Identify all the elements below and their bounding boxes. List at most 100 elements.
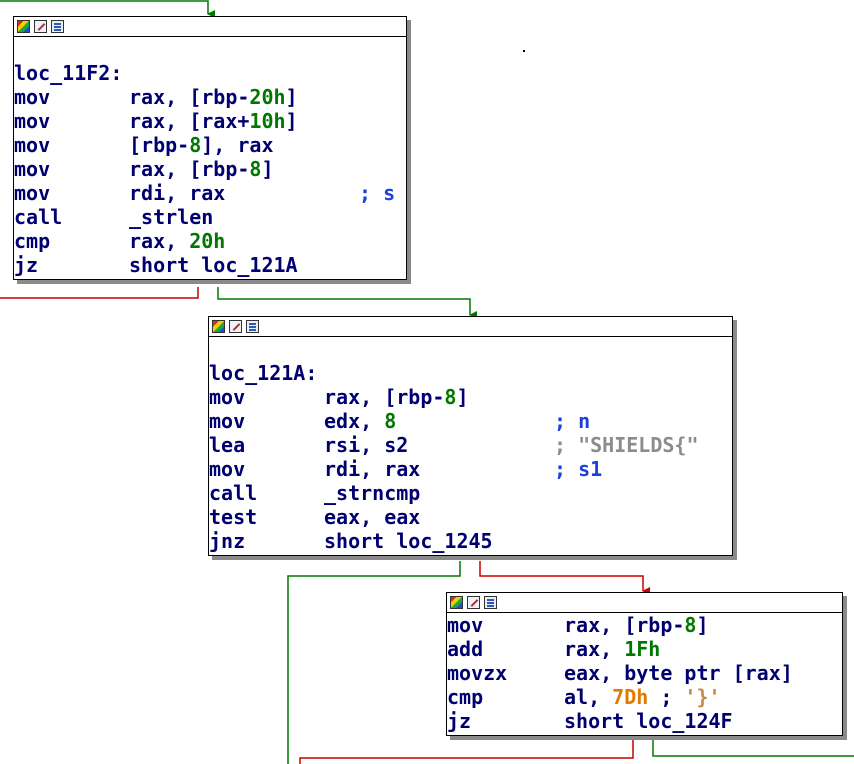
operand-text: eax, eax [324,505,421,529]
stray-pixel [523,50,525,52]
operands: rax, [rbp-8] [129,157,274,181]
xrefs-icon[interactable] [484,596,497,609]
instruction-line[interactable]: add rax, 1Fh [447,637,842,661]
instruction-line[interactable]: call _strncmp [209,481,732,505]
edit-node-icon[interactable] [467,596,480,609]
comment: ; n [554,409,591,433]
edit-node-icon[interactable] [34,20,47,33]
mnemonic: call [209,481,258,505]
instruction-line[interactable]: cmp al, 7Dh ; '}' [447,685,842,709]
edit-node-icon[interactable] [229,320,242,333]
instruction-line[interactable]: mov rax, [rbp-8] [14,157,406,181]
operand-text: rax, [rbp- [129,157,250,181]
operand-immediate: 20h [249,85,286,109]
operand-text: rsi, s2 [324,433,409,457]
instruction-line[interactable]: call _strlen [14,205,406,229]
operands: rdi, rax [324,457,420,481]
instruction-line[interactable]: jz short loc_124F [447,709,842,733]
mnemonic: mov [209,409,246,433]
operands: eax, eax [324,505,420,529]
mnemonic: mov [14,157,51,181]
edge-true-2 [287,561,461,764]
operands: rdi, rax [129,181,225,205]
operand-immediate: 8 [189,133,202,157]
operand-text: _strlen [129,205,214,229]
operands: rax, 20h [129,229,225,253]
operands: rsi, s2 [324,433,408,457]
mnemonic: mov [14,85,51,109]
operands: rax, 1Fh [564,637,660,661]
instruction-line[interactable]: mov [rbp-8], rax [14,133,406,157]
mnemonic: jnz [209,529,246,553]
operand-immediate: 8 [444,385,457,409]
mnemonic: mov [14,133,51,157]
operand-text: edx, [324,409,385,433]
operand-text: _strncmp [324,481,421,505]
mnemonic: test [209,505,258,529]
operands: [rbp-8], rax [129,133,274,157]
xrefs-icon[interactable] [246,320,259,333]
instruction-line[interactable]: test eax, eax [209,505,732,529]
edge-true-1 [217,287,477,319]
instruction-line[interactable]: mov rax, [rbp-8] [447,613,842,637]
mnemonic: mov [14,109,51,133]
edge-false-2 [479,561,650,595]
operand-text: short loc_124F [564,709,733,733]
mnemonic: lea [209,433,246,457]
edge-false-3 [299,739,634,764]
xrefs-icon[interactable] [51,20,64,33]
comment: ; s1 [554,457,603,481]
instruction-line[interactable]: mov edx, 8 ; n [209,409,732,433]
block-header [209,317,732,337]
spacer-line [209,337,732,361]
operand-immediate: 1Fh [624,637,661,661]
mnemonic: mov [447,613,484,637]
operand-text: rax, [129,229,190,253]
instruction-line[interactable]: lea rsi, s2 ; "SHIELDS{" [209,433,732,457]
operand-immediate: 7Dh [612,685,649,709]
block-header [14,17,406,37]
block-label[interactable]: loc_121A: [209,361,318,385]
operand-immediate: 8 [249,157,262,181]
operand-immediate: 10h [249,109,286,133]
operand-text: rax, [rbp- [129,85,250,109]
mnemonic: cmp [447,685,484,709]
operand-text: ] [696,613,709,637]
mnemonic: add [447,637,484,661]
mnemonic: jz [447,709,472,733]
graph-overview-icon[interactable] [212,320,225,333]
operands: edx, 8 [324,409,396,433]
operands: rax, [rbp-8] [564,613,709,637]
operand-text: short loc_1245 [324,529,493,553]
instruction-line[interactable]: jnz short loc_1245 [209,529,732,553]
instruction-line[interactable]: jz short loc_121A [14,253,406,277]
graph-overview-icon[interactable] [17,20,30,33]
mnemonic: jz [14,253,39,277]
operand-text: eax, byte ptr [rax] [564,661,793,685]
operands: al, 7Dh ; '}' [564,685,721,709]
operand-immediate: '}' [684,685,721,709]
operands: short loc_124F [564,709,733,733]
comment: ; "SHIELDS{" [554,433,699,457]
operand-text: ] [285,109,298,133]
operands: _strncmp [324,481,420,505]
operand-text: ; [648,685,685,709]
operand-text: short loc_121A [129,253,298,277]
operand-text: ], rax [201,133,274,157]
edge-false-1 [0,287,199,299]
block-label[interactable]: loc_11F2: [14,61,123,85]
graph-overview-icon[interactable] [450,596,463,609]
mnemonic: call [14,205,63,229]
